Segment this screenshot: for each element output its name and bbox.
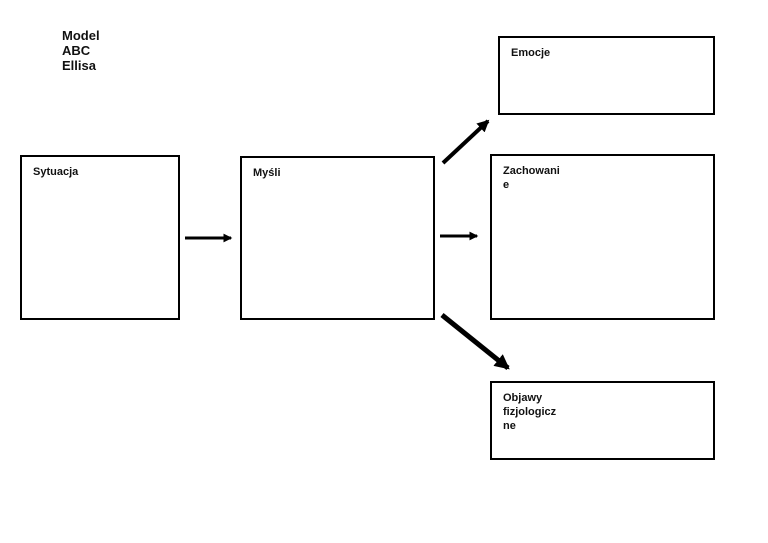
node-zachowanie-label: Zachowani e: [503, 165, 560, 191]
arrow-mysli-to-objawy-fizjologiczne: [440, 313, 510, 370]
node-sytuacja[interactable]: Sytuacja: [20, 155, 180, 320]
diagram-title: Model ABC Ellisa: [62, 28, 100, 73]
node-emocje[interactable]: Emocje: [498, 36, 715, 115]
node-objawy-fizjologiczne-label: Objawy fizjologicz ne: [503, 392, 557, 432]
arrow-mysli-to-emocje: [441, 119, 490, 165]
node-mysli-label: Myśli: [253, 167, 281, 179]
node-objawy-fizjologiczne[interactable]: Objawy fizjologicz ne: [490, 381, 715, 460]
node-emocje-label: Emocje: [511, 47, 551, 59]
node-sytuacja-label: Sytuacja: [33, 166, 79, 178]
node-mysli[interactable]: Myśli: [240, 156, 435, 320]
node-zachowanie[interactable]: Zachowani e: [490, 154, 715, 320]
